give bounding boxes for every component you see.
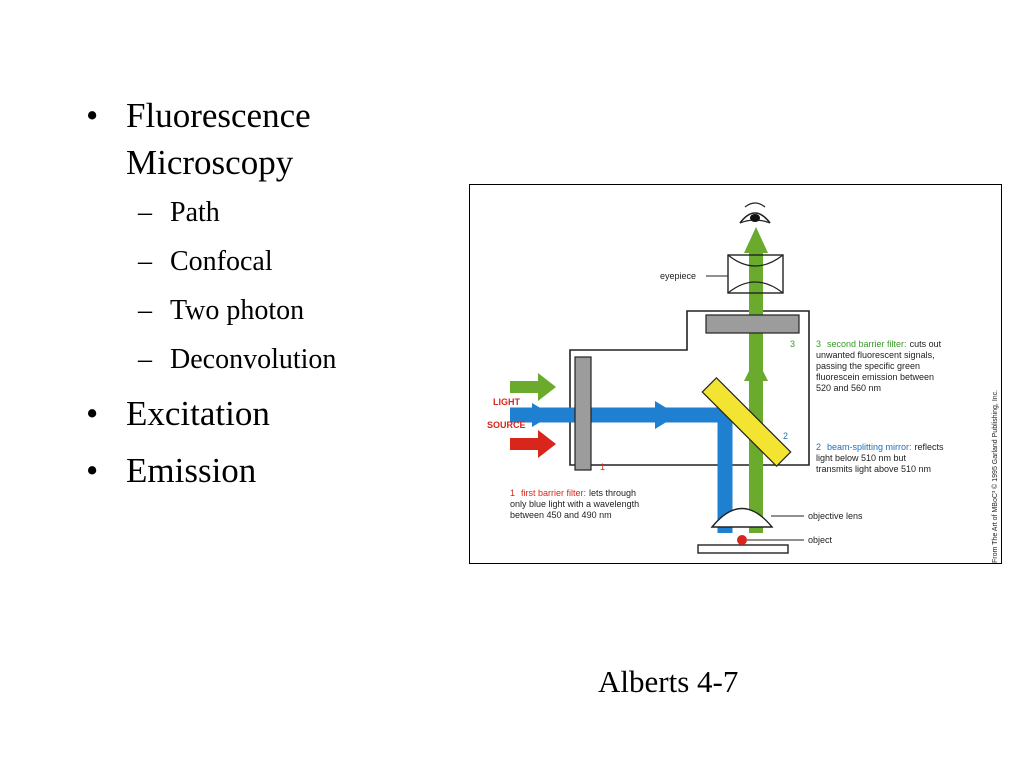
bullet-text: Emission (126, 451, 257, 490)
object-label: object (808, 535, 833, 545)
object-specimen-dot (737, 535, 747, 545)
light-source-label-line-2: SOURCE (487, 420, 526, 430)
sub-bullet-text: Two photon (170, 295, 305, 326)
fluorescence-microscope-diagram: LIGHT SOURCE eyepiece objective lens obj… (469, 184, 1002, 564)
bullet-text: Excitation (126, 394, 270, 433)
green-source-arrowhead (538, 373, 556, 401)
green-arrowhead-eyepiece (744, 227, 768, 253)
microscope-body-outline (569, 310, 810, 466)
green-emission-beam (749, 245, 763, 533)
sub-bullet-text: Deconvolution (170, 344, 337, 375)
eye-icon (739, 202, 771, 224)
bullet-excitation: • Excitation (86, 390, 466, 437)
sub-bullet-marker: – (138, 295, 152, 326)
second-barrier-filter (705, 314, 800, 334)
light-source-label-line-1: LIGHT (493, 397, 520, 407)
mirror-number-2: 2 (783, 431, 788, 441)
object-slide (697, 544, 789, 554)
bullet-marker: • (86, 96, 99, 135)
sub-bullet-confocal: – Confocal (86, 237, 466, 286)
filter-number-3: 3 (790, 339, 795, 349)
red-source-beam (510, 438, 540, 450)
eyepiece-label: eyepiece (660, 271, 696, 281)
sub-bullet-path: – Path (86, 188, 466, 237)
bullet-marker: • (86, 451, 99, 490)
first-barrier-filter (574, 356, 592, 471)
sub-bullet-text: Path (170, 197, 220, 228)
diagram-svg: LIGHT SOURCE eyepiece objective lens obj… (487, 202, 999, 563)
green-arrowhead-filter (744, 357, 768, 381)
sub-bullet-two-photon: – Two photon (86, 286, 466, 335)
red-source-arrowhead (538, 430, 556, 458)
sub-bullet-marker: – (138, 246, 152, 277)
eyepiece-lens (727, 254, 784, 294)
sub-bullet-marker: – (138, 197, 152, 228)
bullet-text-line-1: Fluorescence (126, 96, 311, 135)
sub-bullet-marker: – (138, 344, 152, 375)
bullet-list: • Fluorescence Microscopy – Path – Confo… (86, 92, 466, 494)
bullet-marker: • (86, 394, 99, 433)
blue-arrowhead-1 (532, 403, 552, 427)
blue-arrowhead-2 (655, 401, 678, 429)
bullet-emission: • Emission (86, 447, 466, 494)
sub-bullet-text: Confocal (170, 246, 273, 277)
filter-number-1: 1 (600, 462, 605, 472)
sub-bullet-deconvolution: – Deconvolution (86, 335, 466, 384)
green-source-beam (510, 381, 540, 393)
objective-lens (710, 507, 774, 528)
figure-credit: Alberts 4-7 (598, 664, 739, 699)
objective-lens-label: objective lens (808, 511, 863, 521)
bullet-fluorescence-microscopy: • Fluorescence Microscopy (86, 92, 466, 186)
bullet-text-line-2: Microscopy (126, 143, 294, 182)
copyright-notice: From The Art of MBoC³ © 1995 Garland Pub… (991, 390, 999, 563)
beam-splitting-mirror (701, 376, 792, 468)
